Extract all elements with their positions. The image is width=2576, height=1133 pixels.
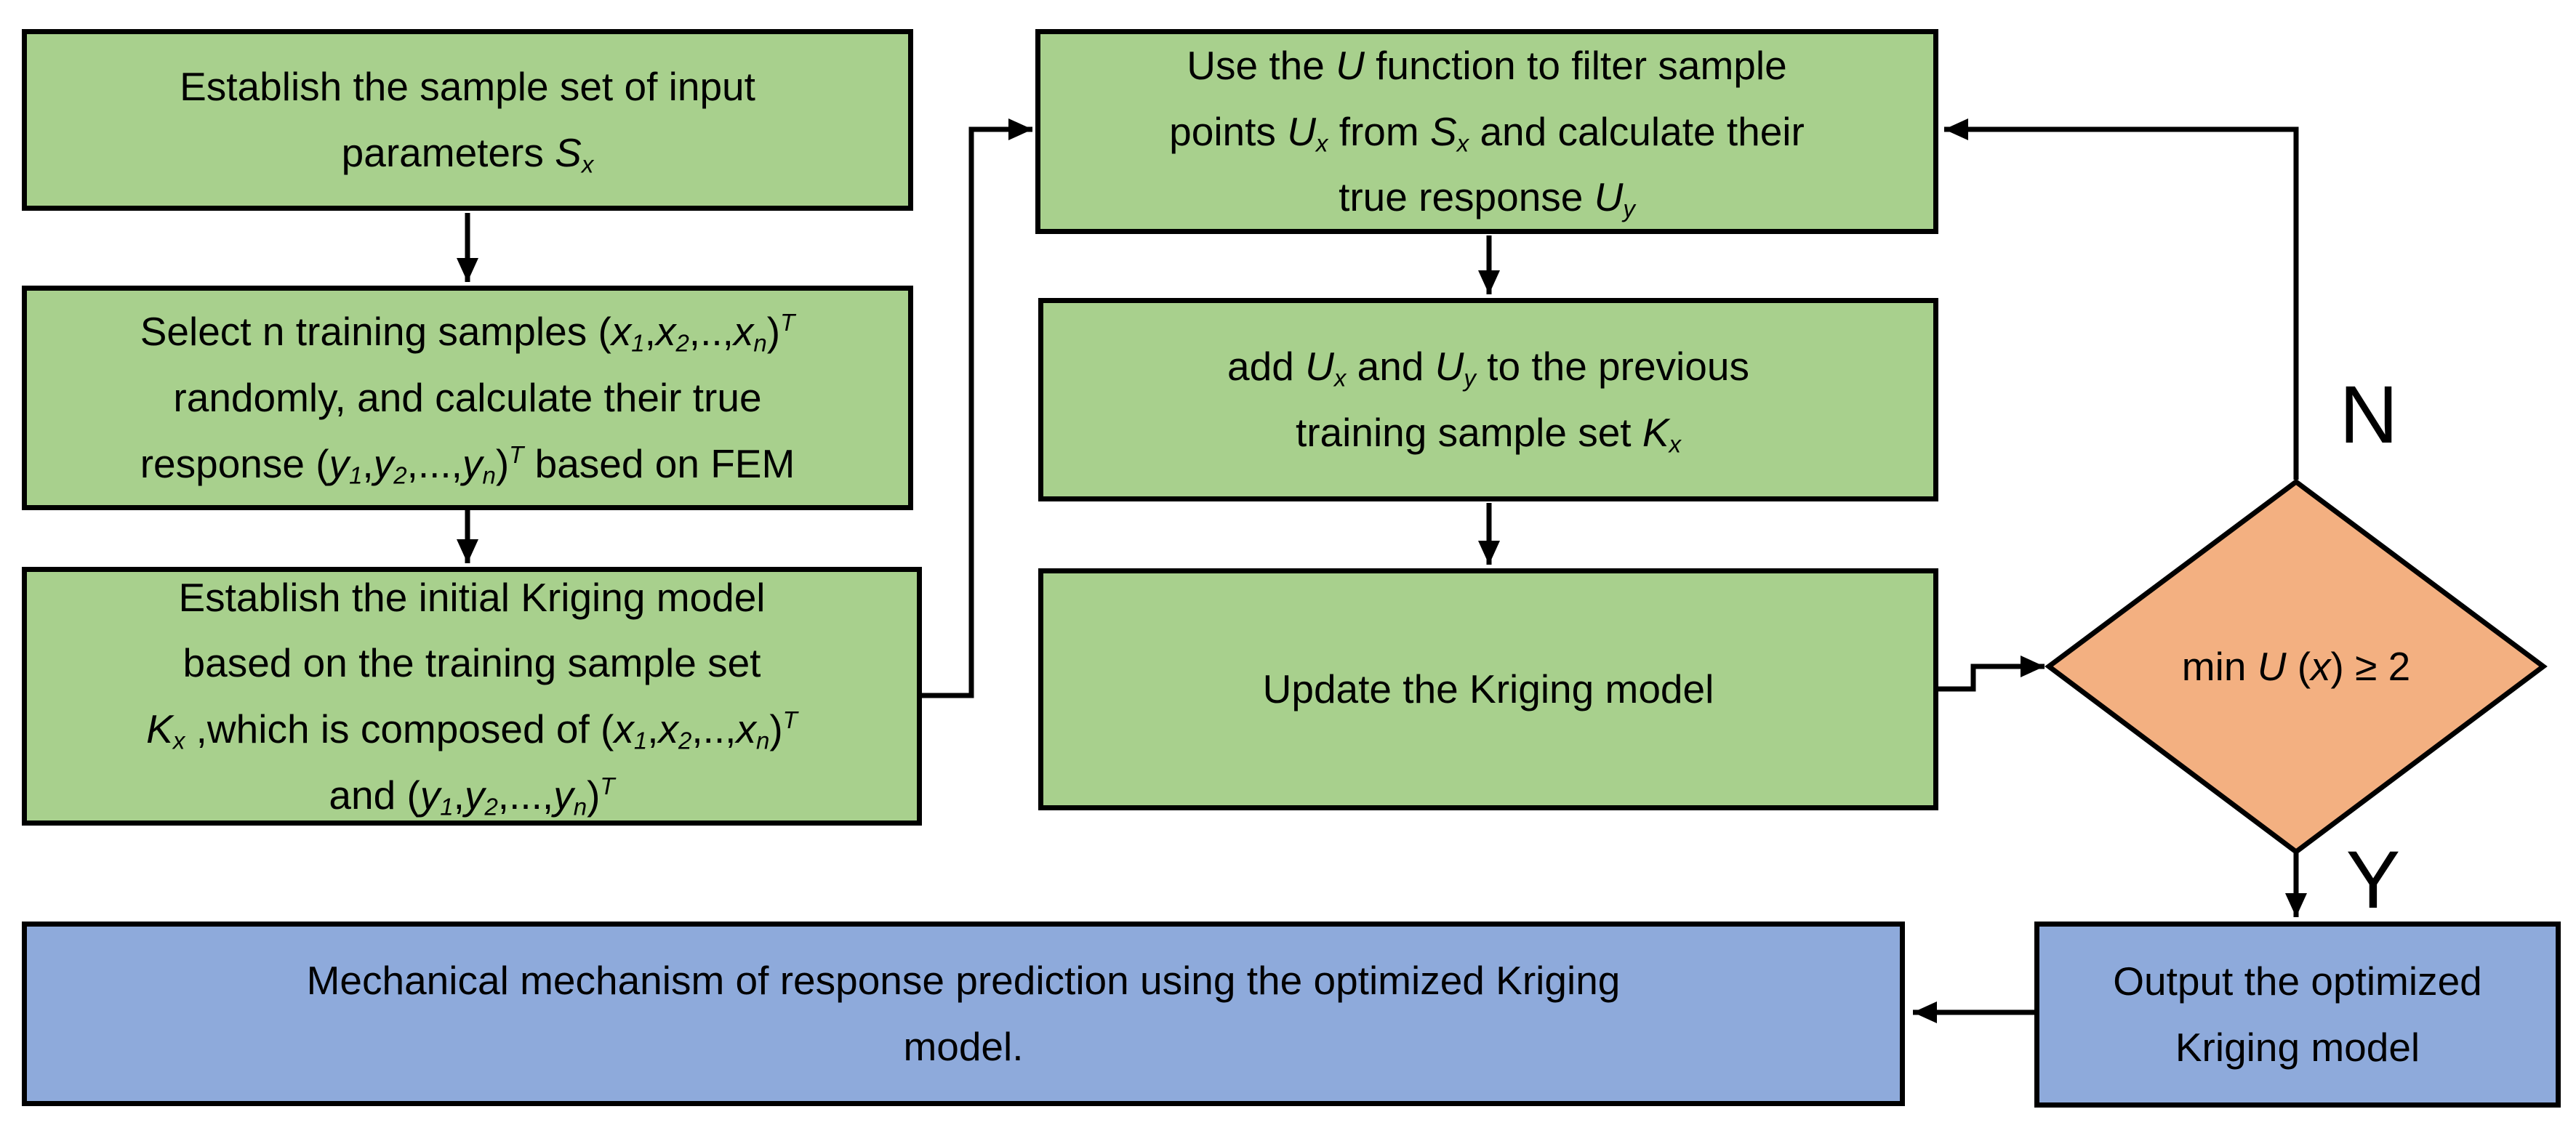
- node-update-kriging-text: Update the Kriging model: [1262, 666, 1714, 712]
- arrow-update-to-decision: [1938, 656, 2045, 692]
- decision-diamond-shape: [2045, 478, 2548, 855]
- node-mechanical-mechanism-text: Mechanical mechanism of response predict…: [306, 958, 1621, 1069]
- node-select-training-samples: Select n training samples (x1,x2,..,xn)T…: [22, 286, 913, 510]
- branch-label-yes: Y: [2346, 834, 2401, 925]
- node-mechanical-mechanism: Mechanical mechanism of response predict…: [22, 922, 1905, 1106]
- arrow-initial-kriging-to-u-function: [922, 118, 1032, 698]
- node-min-u-decision-text: min U (x) ≥ 2: [2181, 644, 2411, 689]
- node-update-kriging: Update the Kriging model: [1038, 568, 1938, 810]
- node-select-training-samples-text: Select n training samples (x1,x2,..,xn)T…: [140, 309, 795, 489]
- branch-label-no: N: [2339, 369, 2399, 460]
- arrow-decision-no-loop: [1944, 118, 2299, 480]
- node-min-u-decision: min U (x) ≥ 2: [2078, 623, 2514, 710]
